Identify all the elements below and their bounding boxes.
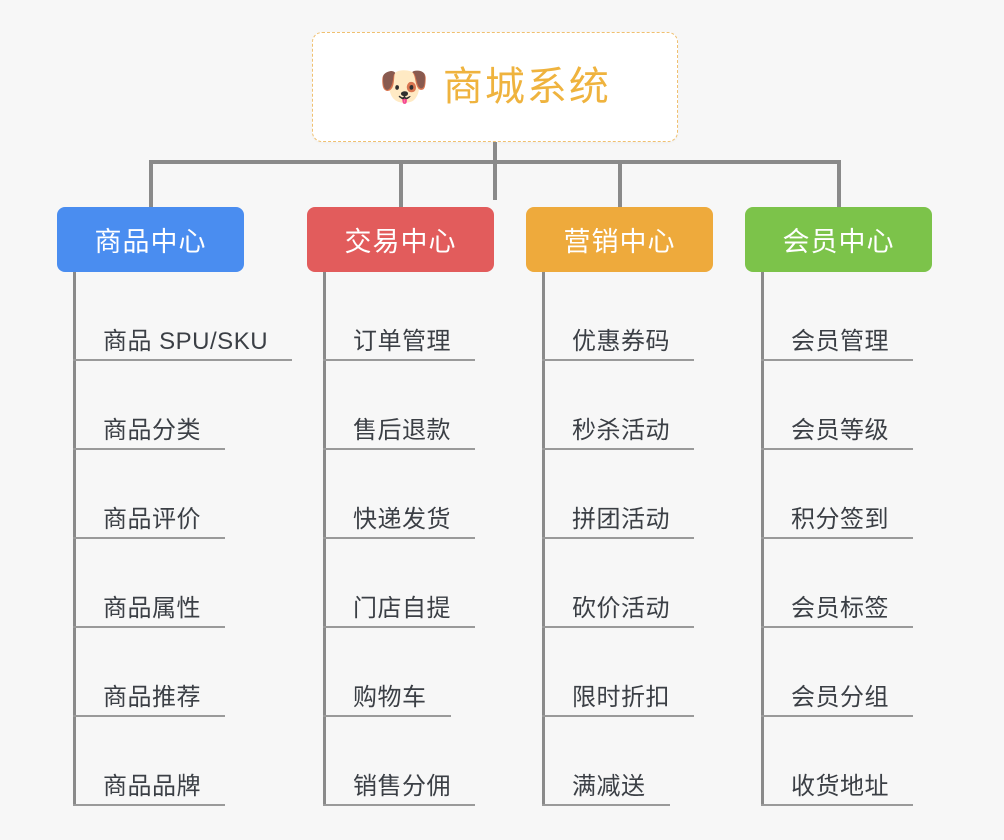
leaf-item-label: 砍价活动: [572, 595, 670, 622]
leaf-item-label: 快递发货: [353, 506, 451, 533]
leaf-item[interactable]: 会员管理: [761, 272, 913, 361]
category-label: 会员中心: [782, 227, 895, 257]
connector-drop-2: [399, 160, 403, 207]
leaf-item-label: 购物车: [353, 684, 427, 711]
leaf-item[interactable]: 会员标签: [761, 539, 913, 628]
leaf-item[interactable]: 商品属性: [73, 539, 225, 628]
leaf-item[interactable]: 优惠券码: [542, 272, 694, 361]
category-label: 营销中心: [563, 227, 676, 257]
leaf-item[interactable]: 购物车: [323, 628, 451, 717]
leaf-column-4: 会员管理会员等级积分签到会员标签会员分组收货地址: [761, 272, 988, 806]
leaf-item[interactable]: 会员等级: [761, 361, 913, 450]
leaf-item[interactable]: 砍价活动: [542, 539, 694, 628]
leaf-item-label: 优惠券码: [572, 328, 670, 355]
connector-root-vertical: [493, 142, 497, 200]
leaf-item-label: 商品 SPU/SKU: [103, 328, 269, 355]
leaf-item[interactable]: 商品 SPU/SKU: [73, 272, 292, 361]
leaf-item-label: 会员分组: [791, 684, 889, 711]
leaf-item-label: 积分签到: [791, 506, 889, 533]
connector-spine-1: [73, 272, 76, 806]
leaf-item[interactable]: 限时折扣: [542, 628, 694, 717]
connector-spine-2: [323, 272, 326, 806]
category-box-1[interactable]: 商品中心: [57, 207, 244, 272]
leaf-item-label: 限时折扣: [572, 684, 670, 711]
leaf-item-label: 收货地址: [791, 773, 889, 800]
category-label: 商品中心: [94, 227, 207, 257]
leaf-item[interactable]: 拼团活动: [542, 450, 694, 539]
connector-spine-3: [542, 272, 545, 806]
leaf-item[interactable]: 门店自提: [323, 539, 475, 628]
leaf-item-label: 满减送: [572, 773, 646, 800]
connector-drop-4: [837, 160, 841, 207]
leaf-item[interactable]: 订单管理: [323, 272, 475, 361]
leaf-item[interactable]: 商品评价: [73, 450, 225, 539]
leaf-column-2: 订单管理售后退款快递发货门店自提购物车销售分佣: [323, 272, 550, 806]
leaf-item[interactable]: 商品分类: [73, 361, 225, 450]
connector-drop-1: [149, 160, 153, 207]
leaf-item-label: 门店自提: [353, 595, 451, 622]
root-node-shop-system[interactable]: 🐶 商城系统: [312, 32, 678, 142]
connector-drop-3: [618, 160, 622, 207]
leaf-item[interactable]: 会员分组: [761, 628, 913, 717]
leaf-item-label: 会员标签: [791, 595, 889, 622]
leaf-item-label: 商品分类: [103, 417, 201, 444]
category-box-3[interactable]: 营销中心: [526, 207, 713, 272]
leaf-item-label: 商品推荐: [103, 684, 201, 711]
leaf-item-label: 销售分佣: [353, 773, 451, 800]
leaf-item[interactable]: 快递发货: [323, 450, 475, 539]
leaf-item[interactable]: 秒杀活动: [542, 361, 694, 450]
category-box-4[interactable]: 会员中心: [745, 207, 932, 272]
shiba-dog-face-icon: 🐶: [379, 65, 429, 109]
leaf-item-label: 秒杀活动: [572, 417, 670, 444]
leaf-item[interactable]: 销售分佣: [323, 717, 475, 806]
leaf-item-label: 拼团活动: [572, 506, 670, 533]
connector-horizontal-bus: [149, 160, 839, 164]
leaf-item[interactable]: 收货地址: [761, 717, 913, 806]
leaf-item-label: 商品评价: [103, 506, 201, 533]
category-box-2[interactable]: 交易中心: [307, 207, 494, 272]
leaf-item[interactable]: 商品推荐: [73, 628, 225, 717]
leaf-item-label: 商品属性: [103, 595, 201, 622]
leaf-item-label: 会员管理: [791, 328, 889, 355]
leaf-item[interactable]: 售后退款: [323, 361, 475, 450]
leaf-item-label: 商品品牌: [103, 773, 201, 800]
leaf-item-label: 会员等级: [791, 417, 889, 444]
leaf-item[interactable]: 满减送: [542, 717, 670, 806]
root-node-title: 商城系统: [442, 65, 611, 109]
leaf-column-3: 优惠券码秒杀活动拼团活动砍价活动限时折扣满减送: [542, 272, 769, 806]
connector-spine-4: [761, 272, 764, 806]
leaf-item-label: 售后退款: [353, 417, 451, 444]
leaf-item[interactable]: 积分签到: [761, 450, 913, 539]
leaf-column-1: 商品 SPU/SKU 商品分类商品评价商品属性商品推荐商品品牌: [73, 272, 300, 806]
category-label: 交易中心: [344, 227, 457, 257]
leaf-item-label: 订单管理: [353, 328, 451, 355]
leaf-item[interactable]: 商品品牌: [73, 717, 225, 806]
